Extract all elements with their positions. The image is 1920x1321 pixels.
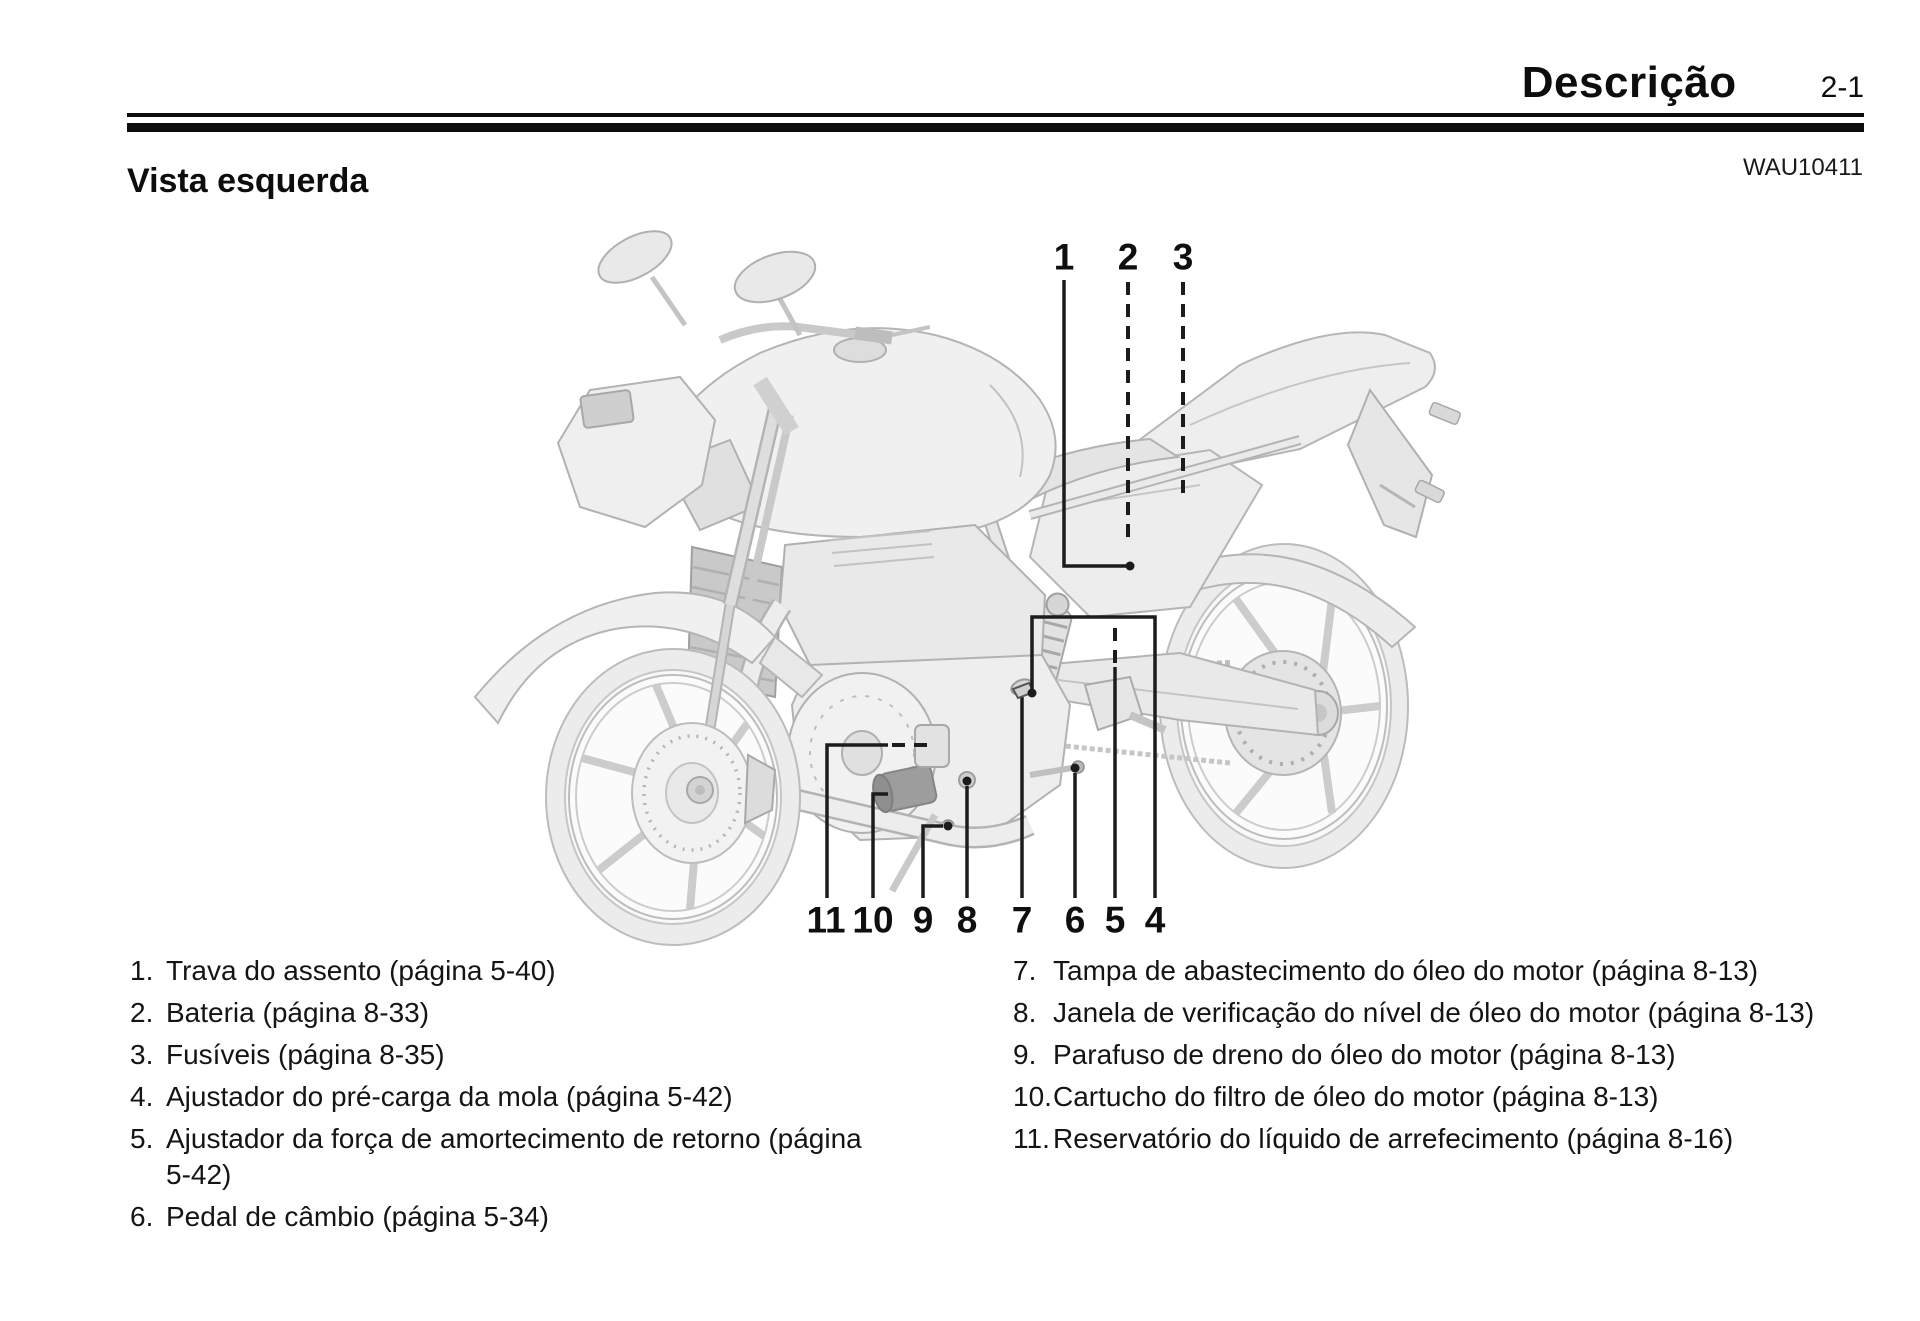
callout-5: 5: [1104, 899, 1126, 941]
legend-item-9: 9. Parafuso de dreno do óleo do motor (p…: [1013, 1037, 1873, 1073]
legend-item-10: 10. Cartucho do filtro de óleo do motor …: [1013, 1079, 1873, 1115]
header-rule-thick: [127, 123, 1864, 132]
legend-item-number: 1.: [130, 955, 154, 986]
legend-item-number: 9.: [1013, 1039, 1037, 1070]
callout-2: 2: [1117, 236, 1139, 278]
headlight-cowl: [556, 375, 717, 529]
callout-8: 8: [956, 899, 978, 941]
legend-item-text: Trava do assento (página 5-40): [166, 955, 556, 986]
legend-item-text: Ajustador do pré-carga da mola (página 5…: [166, 1081, 733, 1112]
callout-10: 10: [852, 899, 894, 941]
legend-item-2: 2. Bateria (página 8-33): [130, 995, 750, 1031]
legend-item-6: 6. Pedal de câmbio (página 5-34): [130, 1199, 750, 1235]
legend-item-7: 7. Tampa de abastecimento do óleo do mot…: [1013, 953, 1873, 989]
legend-item-number: 11.: [1013, 1123, 1050, 1154]
page-header: Descrição 2-1: [1522, 58, 1864, 108]
legend-item-text: Cartucho do filtro de óleo do motor (pág…: [1053, 1081, 1659, 1112]
brake-caliper: [743, 753, 777, 825]
callout-4: 4: [1144, 899, 1166, 941]
callout-11: 11: [806, 899, 846, 941]
legend-item-text: Ajustador da força de amortecimento de r…: [166, 1123, 862, 1190]
right-mirror: [733, 250, 817, 337]
legend-item-number: 2.: [130, 997, 154, 1028]
callout-6: 6: [1064, 899, 1086, 941]
legend-right-column: 7. Tampa de abastecimento do óleo do mot…: [1013, 953, 1873, 1163]
legend-item-text: Reservatório do líquido de arrefecimento…: [1053, 1123, 1734, 1154]
front-fork: [694, 376, 799, 791]
callout-leader-lines: [825, 280, 1185, 898]
legend-item-8: 8. Janela de verificação do nível de óle…: [1013, 995, 1873, 1031]
legend-item-number: 7.: [1013, 955, 1037, 986]
legend-item-number: 8.: [1013, 997, 1037, 1028]
legend-item-number: 3.: [130, 1039, 154, 1070]
legend-left-column: 1. Trava do assento (página 5-40) 2. Bat…: [130, 953, 862, 1241]
front-fender: [473, 591, 824, 725]
fuel-tank: [653, 327, 1057, 539]
legend-item-text: Fusíveis (página 8-35): [166, 1039, 445, 1070]
callout-9: 9: [912, 899, 934, 941]
chapter-title: Descrição: [1521, 58, 1737, 107]
tail-cowl: [1127, 331, 1436, 474]
legend-item-text: Tampa de abastecimento do óleo do motor …: [1053, 955, 1759, 986]
license-plate-bracket: [1346, 387, 1462, 539]
motorcycle-illustration: [473, 230, 1462, 946]
callout-1: 1: [1053, 236, 1075, 278]
rear-fender: [1140, 553, 1417, 649]
front-brake-disc: [631, 722, 753, 864]
legend-item-1: 1. Trava do assento (página 5-40): [130, 953, 750, 989]
legend-item-text: Janela de verificação do nível de óleo d…: [1053, 997, 1815, 1028]
legend-item-number: 10.: [1013, 1081, 1052, 1112]
legend-item-3: 3. Fusíveis (página 8-35): [130, 1037, 750, 1073]
callout-3: 3: [1172, 236, 1194, 278]
callout-7: 7: [1011, 899, 1033, 941]
legend-item-text: Parafuso de dreno do óleo do motor (pági…: [1053, 1039, 1676, 1070]
page-number: 2-1: [1820, 71, 1864, 104]
legend-item-5: 5. Ajustador da força de amortecimento d…: [130, 1121, 862, 1193]
left-mirror: [597, 230, 688, 327]
legend-item-text: Pedal de câmbio (página 5-34): [166, 1201, 549, 1232]
legend-item-4: 4. Ajustador do pré-carga da mola (págin…: [130, 1079, 750, 1115]
legend-item-number: 5.: [130, 1123, 154, 1154]
section-title: Vista esquerda: [127, 162, 369, 200]
legend-item-text: Bateria (página 8-33): [166, 997, 430, 1028]
legend-item-number: 6.: [130, 1201, 154, 1232]
header-rule-thin: [127, 113, 1864, 117]
legend-item-number: 4.: [130, 1081, 154, 1112]
left-view-diagram: 1 2 3 11 10 9 8 7 6 5 4: [430, 185, 1490, 955]
document-code: WAU10411: [1742, 154, 1863, 181]
legend-item-11: 11. Reservatório do líquido de arrefecim…: [1013, 1121, 1873, 1157]
